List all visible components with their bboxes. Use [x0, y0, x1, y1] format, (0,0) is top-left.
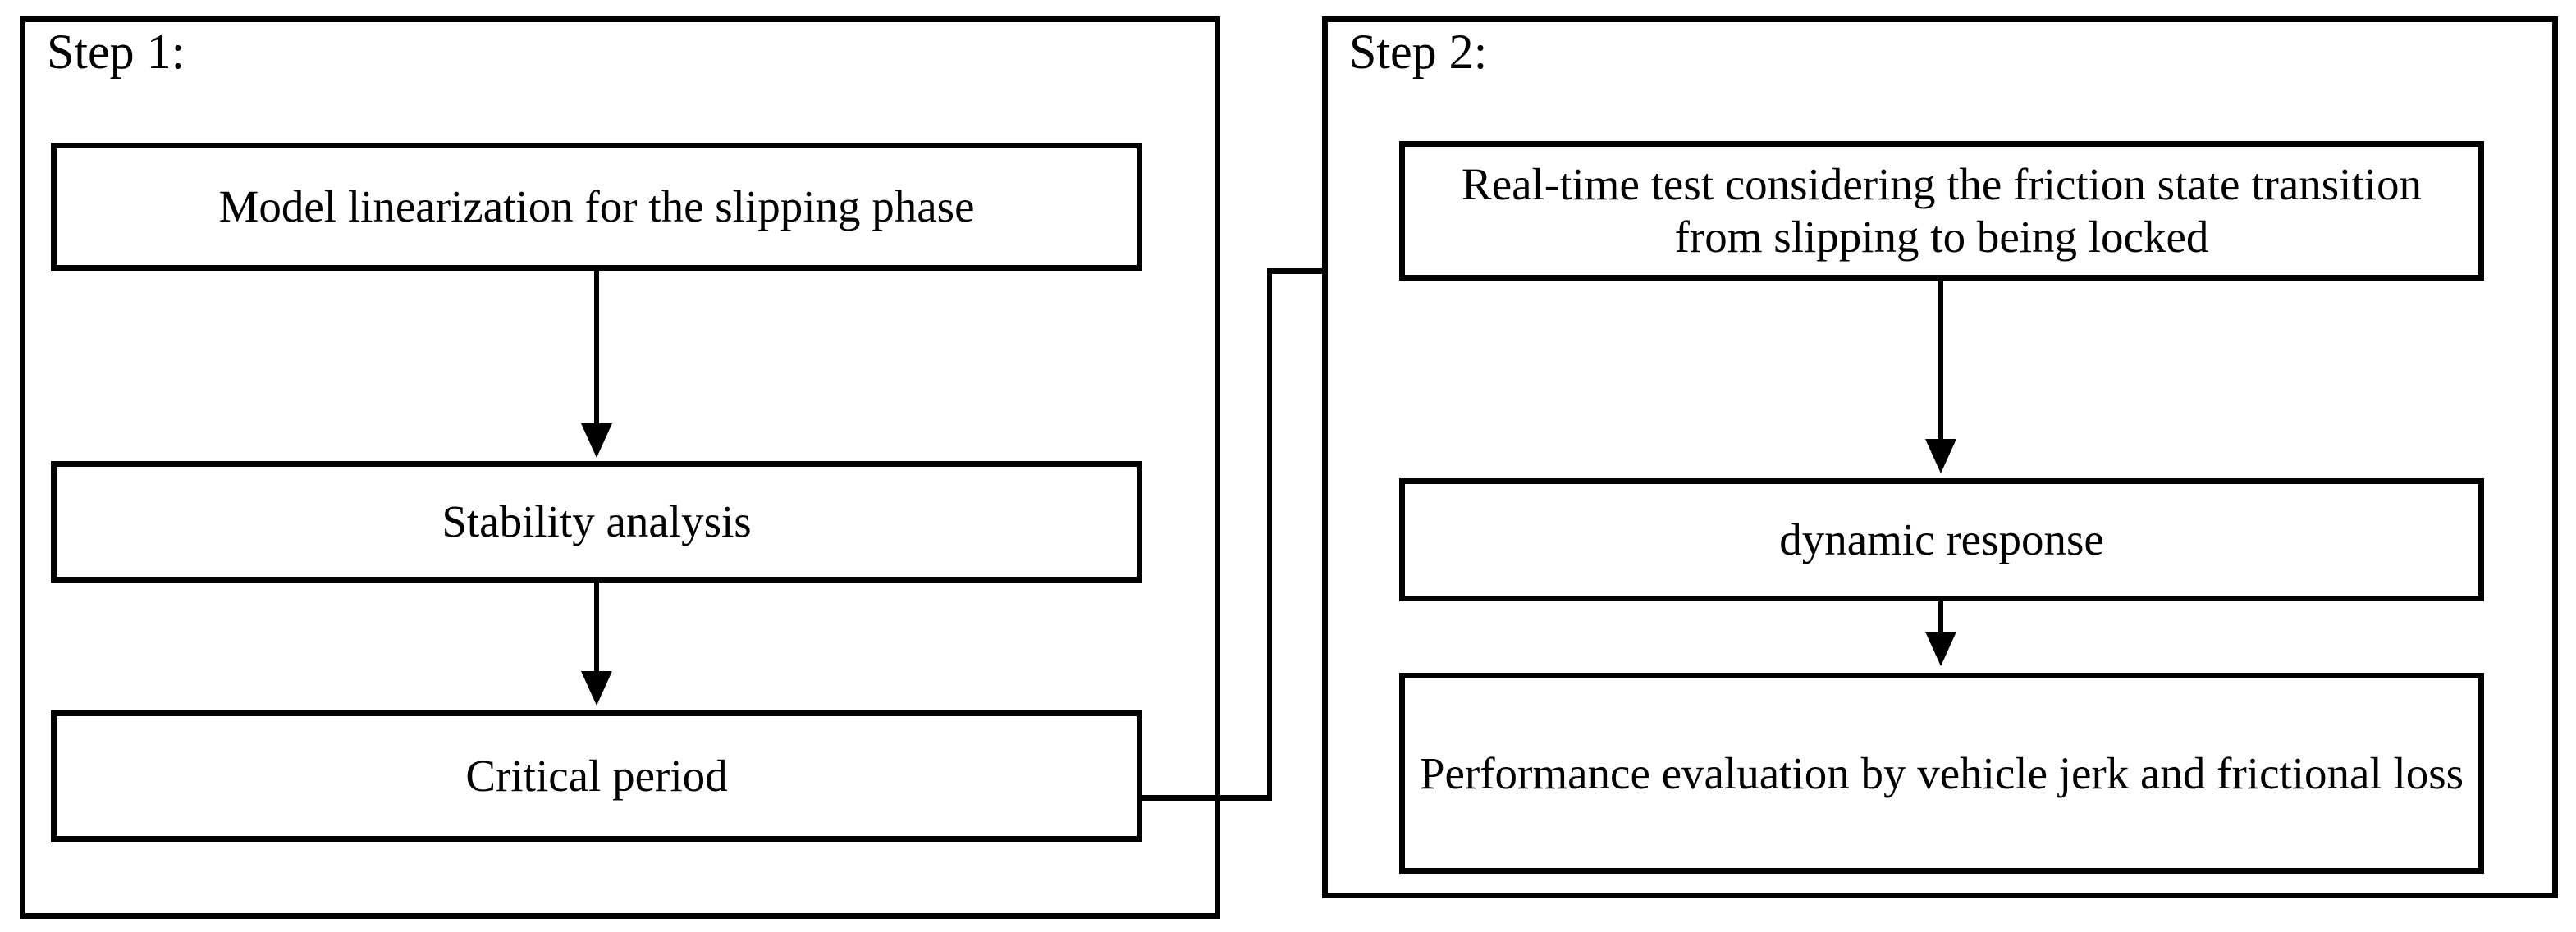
- box-performance-evaluation-label: Performance evaluation by vehicle jerk a…: [1419, 747, 2464, 798]
- connector-realtime-to-dynamic-line: [1938, 281, 1943, 441]
- connector-stability-to-critical-line: [594, 582, 599, 673]
- box-stability-analysis[interactable]: Stability analysis: [51, 461, 1142, 582]
- box-critical-period[interactable]: Critical period: [51, 710, 1142, 842]
- arrow-down-icon-dynamic-to-performance: [1925, 632, 1956, 666]
- box-dynamic-response[interactable]: dynamic response: [1399, 478, 2484, 601]
- box-stability-analysis-label: Stability analysis: [442, 496, 752, 547]
- box-dynamic-response-label: dynamic response: [1779, 514, 2104, 565]
- connector-critical-to-realtime-segment-horizontal-lower: [1137, 795, 1272, 801]
- box-model-linearization-label: Model linearization for the slipping pha…: [218, 181, 975, 232]
- box-critical-period-label: Critical period: [465, 751, 728, 802]
- arrow-down-icon-realtime-to-dynamic: [1925, 439, 1956, 473]
- connector-dynamic-to-performance-line: [1938, 601, 1943, 634]
- connector-critical-to-realtime-segment-horizontal-upper: [1267, 268, 1366, 274]
- box-real-time-test[interactable]: Real-time test considering the friction …: [1399, 141, 2484, 281]
- box-model-linearization[interactable]: Model linearization for the slipping pha…: [51, 143, 1142, 271]
- arrow-down-icon-linearization-to-stability: [581, 423, 612, 458]
- box-real-time-test-label: Real-time test considering the friction …: [1462, 159, 2422, 262]
- panel-step-1-title: Step 1:: [47, 25, 185, 79]
- connector-critical-to-realtime-segment-vertical: [1267, 271, 1272, 801]
- arrow-down-icon-stability-to-critical: [581, 671, 612, 706]
- box-performance-evaluation[interactable]: Performance evaluation by vehicle jerk a…: [1399, 673, 2484, 874]
- connector-linearization-to-stability-line: [594, 271, 599, 427]
- panel-step-2-title: Step 2:: [1349, 25, 1488, 79]
